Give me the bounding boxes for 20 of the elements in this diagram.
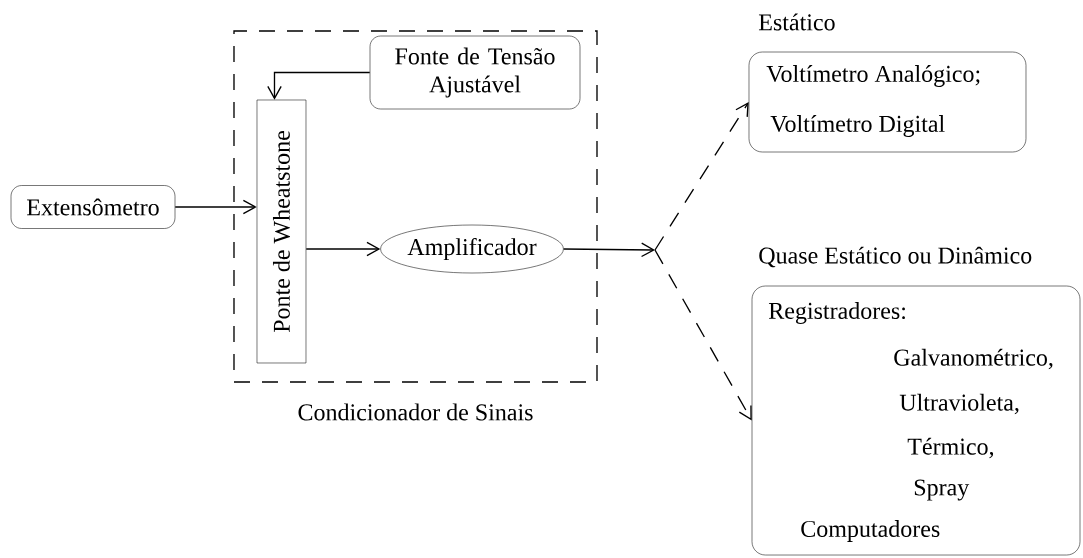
arrow — [174, 199, 257, 215]
process-box: Ponte de Wheatstone — [256, 99, 307, 364]
arrow — [305, 241, 381, 257]
arrow — [654, 102, 749, 251]
box-text: Voltímetro Digital — [770, 115, 945, 137]
rounded-box: Extensômetro — [10, 185, 176, 229]
box-text: Térmico, — [907, 437, 994, 459]
box-heading: Estático — [758, 13, 835, 31]
arrow — [267, 71, 371, 100]
box-text: Computadores — [801, 520, 940, 542]
box-text: Voltímetro Analógico; — [766, 65, 980, 87]
box-heading: Quase Estático ou Dinâmico — [759, 246, 1032, 268]
box-heading: Condicionador de Sinais — [298, 403, 533, 421]
box-text: Ultravioleta, — [899, 393, 1019, 415]
rounded-box: Fonte de Tensão Ajustável — [369, 35, 581, 110]
box-text: Registradores: — [768, 302, 905, 324]
box-text: Galvanométrico, — [894, 348, 1053, 370]
arrow — [563, 242, 655, 258]
arrow — [654, 249, 752, 421]
box-text: Spray — [914, 479, 970, 501]
